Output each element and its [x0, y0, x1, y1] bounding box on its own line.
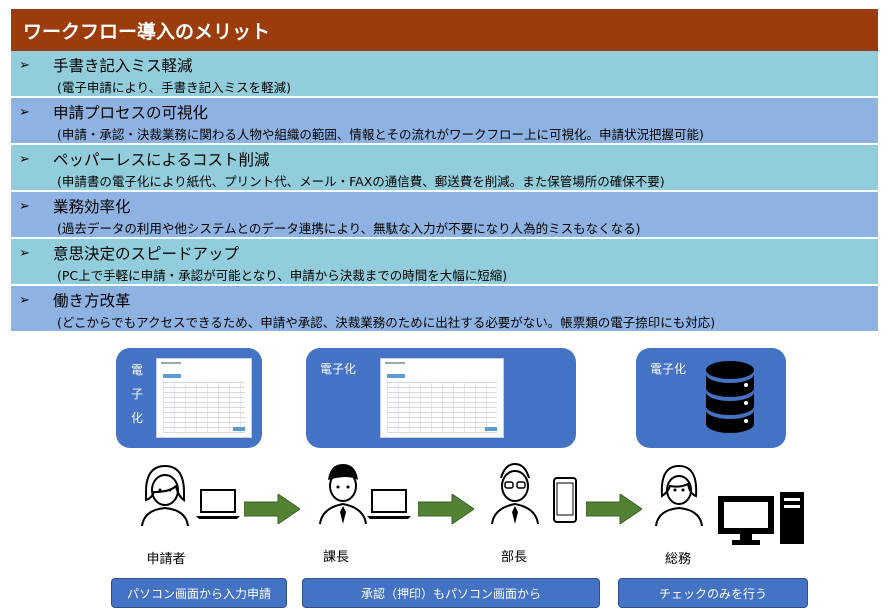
- benefit-item: ➢ 申請プロセスの可視化 (申請・承認・決裁業務に関わる人物や組織の範囲、情報とそ…: [11, 98, 878, 145]
- database-icon: [706, 361, 754, 433]
- benefit-item: ➢ ペッパーレスによるコスト削減 (申請書の電子化により紙代、プリント代、メール・…: [11, 145, 878, 192]
- arrow-right-icon: [418, 494, 474, 524]
- apply-action-box: パソコン画面から入力申請: [111, 578, 287, 608]
- benefit-item: ➢ 業務効率化 (過去データの利用や他システムとのデータ連携により、無駄な入力が不…: [11, 192, 878, 239]
- bubble-label: 電子化: [320, 362, 357, 376]
- role-label-applicant: 申請者: [146, 552, 186, 567]
- benefit-description: (申請書の電子化により紙代、プリント代、メール・FAXの通信費、郵送費を削減。ま…: [57, 174, 665, 189]
- bullet-arrow-icon: ➢: [19, 245, 30, 261]
- speech-bubble-applicant: 電 子 化: [116, 348, 262, 448]
- arrow-right-icon: [586, 494, 642, 524]
- benefit-title: 手書き記入ミス軽減: [53, 57, 193, 75]
- general-affairs-person-icon: [655, 464, 703, 527]
- check-action-box: チェックのみを行う: [618, 578, 808, 608]
- benefit-description: (申請・承認・決裁業務に関わる人物や組織の範囲、情報とその流れがワークフロー上に…: [57, 127, 704, 142]
- bullet-arrow-icon: ➢: [19, 57, 30, 73]
- role-label-general-affairs: 総務: [664, 552, 691, 567]
- smartphone-icon: [553, 477, 577, 523]
- bullet-arrow-icon: ➢: [19, 198, 30, 214]
- benefit-title: 意思決定のスピードアップ: [53, 245, 240, 263]
- laptop-icon: [196, 489, 240, 519]
- benefit-list: ➢ 手書き記入ミス軽減 (電子申請により、手書き記入ミスを軽減) ➢ 申請プロセスの…: [11, 51, 878, 333]
- benefit-description: (電子申請により、手書き記入ミスを軽減): [57, 80, 292, 95]
- benefit-title: ペッパーレスによるコスト削減: [53, 151, 270, 169]
- bubble-label: 電子化: [650, 362, 687, 376]
- speech-bubble-approvers: 電子化: [306, 348, 576, 448]
- role-label-section-chief: 課長: [322, 550, 349, 565]
- benefit-title: 業務効率化: [53, 198, 131, 216]
- benefit-description: (過去データの利用や他システムとのデータ連携により、無駄な入力が不要になり人為的…: [57, 221, 641, 236]
- benefit-description: (PC上で手軽に申請・承認が可能となり、申請から決裁までの時間を大幅に短縮): [57, 268, 508, 283]
- benefit-title: 申請プロセスの可視化: [53, 104, 209, 122]
- bullet-arrow-icon: ➢: [19, 292, 30, 308]
- bullet-arrow-icon: ➢: [19, 104, 30, 120]
- benefit-item: ➢ 意思決定のスピードアップ (PC上で手軽に申請・承認が可能となり、申請から決裁…: [11, 239, 878, 286]
- screen-thumbnail: [156, 358, 252, 438]
- department-head-person-icon: [491, 462, 539, 525]
- desktop-computer-icon: [718, 492, 804, 545]
- arrow-right-icon: [244, 494, 300, 524]
- page-title: ワークフロー導入のメリット: [11, 9, 878, 51]
- bullet-arrow-icon: ➢: [19, 151, 30, 167]
- applicant-person-icon: [141, 464, 189, 527]
- screen-thumbnail: [380, 358, 504, 438]
- role-label-department-head: 部長: [500, 550, 527, 565]
- speech-bubble-general-affairs: 電子化: [636, 348, 786, 448]
- section-chief-person-icon: [319, 464, 367, 525]
- bubble-label: 電 子 化: [130, 363, 143, 425]
- benefit-description: (どこからでもアクセスできるため、申請や承認、決裁業務のために出社する必要がない…: [57, 315, 716, 330]
- benefit-item: ➢ 働き方改革 (どこからでもアクセスできるため、申請や承認、決裁業務のために出社…: [11, 286, 878, 333]
- benefit-item: ➢ 手書き記入ミス軽減 (電子申請により、手書き記入ミスを軽減): [11, 51, 878, 98]
- laptop-icon: [367, 489, 411, 519]
- approve-action-box: 承認（押印）もパソコン画面から: [302, 578, 600, 608]
- benefit-title: 働き方改革: [53, 292, 131, 310]
